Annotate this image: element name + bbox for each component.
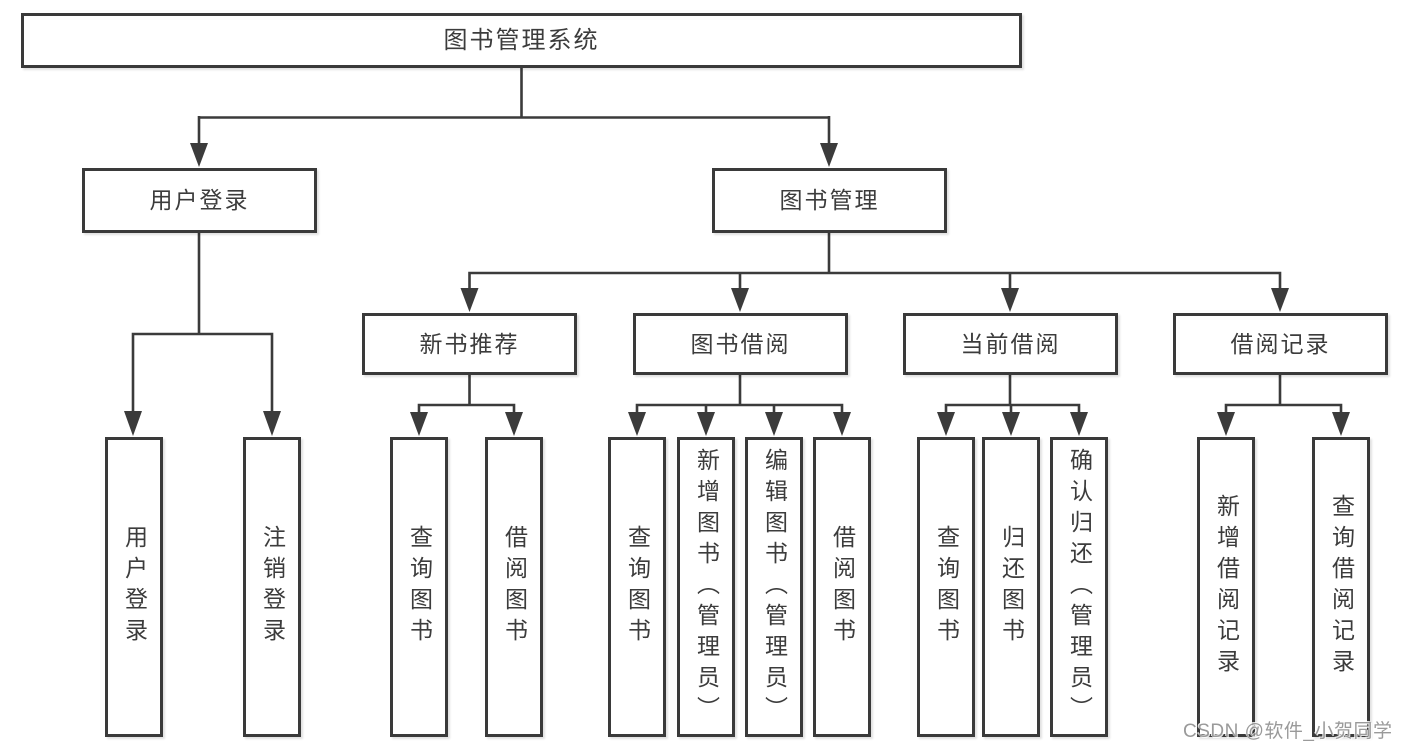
node-book-management-label: 图书管理 bbox=[779, 187, 880, 213]
node-current-borrow: 当前借阅 bbox=[903, 313, 1118, 375]
connector-borrow-records-group bbox=[1217, 375, 1350, 436]
leaf-borrow-books-recommend: 借阅图书 bbox=[485, 437, 543, 737]
leaf-borrow-books: 借阅图书 bbox=[813, 437, 871, 737]
leaf-query-books-current-label: 查询图书 bbox=[933, 525, 960, 649]
leaf-query-books-borrow-label: 查询图书 bbox=[624, 525, 651, 649]
node-new-book-recommend-label: 新书推荐 bbox=[419, 330, 520, 357]
connector-new-book-group bbox=[410, 375, 523, 436]
leaf-edit-books-admin-label: 编辑图书（管理员） bbox=[761, 447, 788, 727]
watermark: CSDN @软件_小贺同学 bbox=[1183, 721, 1393, 742]
connector-book-management-row bbox=[460, 233, 1289, 312]
leaf-query-books-current: 查询图书 bbox=[917, 437, 975, 737]
leaf-borrow-books-recommend-label: 借阅图书 bbox=[501, 525, 528, 649]
node-borrow-records: 借阅记录 bbox=[1173, 313, 1388, 375]
leaf-add-borrow-record: 新增借阅记录 bbox=[1197, 437, 1255, 737]
leaf-user-login-label: 用户登录 bbox=[121, 525, 148, 649]
leaf-logout: 注销登录 bbox=[243, 437, 301, 737]
node-user-login: 用户登录 bbox=[82, 168, 317, 233]
node-borrow-records-label: 借阅记录 bbox=[1230, 330, 1331, 357]
leaf-query-books-recommend: 查询图书 bbox=[390, 437, 448, 737]
leaf-confirm-return-admin-label: 确认归还（管理员） bbox=[1066, 447, 1093, 727]
leaf-confirm-return-admin: 确认归还（管理员） bbox=[1050, 437, 1108, 737]
leaf-query-books-recommend-label: 查询图书 bbox=[406, 525, 433, 649]
connector-current-borrow-group bbox=[937, 375, 1088, 436]
leaf-edit-books-admin: 编辑图书（管理员） bbox=[745, 437, 803, 737]
leaf-return-books: 归还图书 bbox=[982, 437, 1040, 737]
leaf-borrow-books-label: 借阅图书 bbox=[829, 525, 856, 649]
node-new-book-recommend: 新书推荐 bbox=[362, 313, 577, 375]
leaf-user-login: 用户登录 bbox=[105, 437, 163, 737]
leaf-add-books-admin-label: 新增图书（管理员） bbox=[693, 447, 720, 727]
node-root: 图书管理系统 bbox=[21, 13, 1022, 68]
leaf-logout-label: 注销登录 bbox=[259, 525, 286, 649]
connector-user-login-group bbox=[124, 233, 281, 436]
connector-root bbox=[190, 68, 838, 167]
leaf-query-borrow-record: 查询借阅记录 bbox=[1312, 437, 1370, 737]
node-book-borrow-label: 图书借阅 bbox=[690, 330, 791, 357]
leaf-query-borrow-record-label: 查询借阅记录 bbox=[1328, 494, 1355, 680]
node-current-borrow-label: 当前借阅 bbox=[960, 330, 1061, 357]
leaf-add-borrow-record-label: 新增借阅记录 bbox=[1213, 494, 1240, 680]
leaf-return-books-label: 归还图书 bbox=[998, 525, 1025, 649]
leaf-query-books-borrow: 查询图书 bbox=[608, 437, 666, 737]
node-user-login-label: 用户登录 bbox=[149, 187, 250, 213]
connector-book-borrow-group bbox=[628, 375, 851, 436]
node-root-label: 图书管理系统 bbox=[443, 26, 600, 54]
node-book-management: 图书管理 bbox=[712, 168, 947, 233]
leaf-add-books-admin: 新增图书（管理员） bbox=[677, 437, 735, 737]
node-book-borrow: 图书借阅 bbox=[633, 313, 848, 375]
